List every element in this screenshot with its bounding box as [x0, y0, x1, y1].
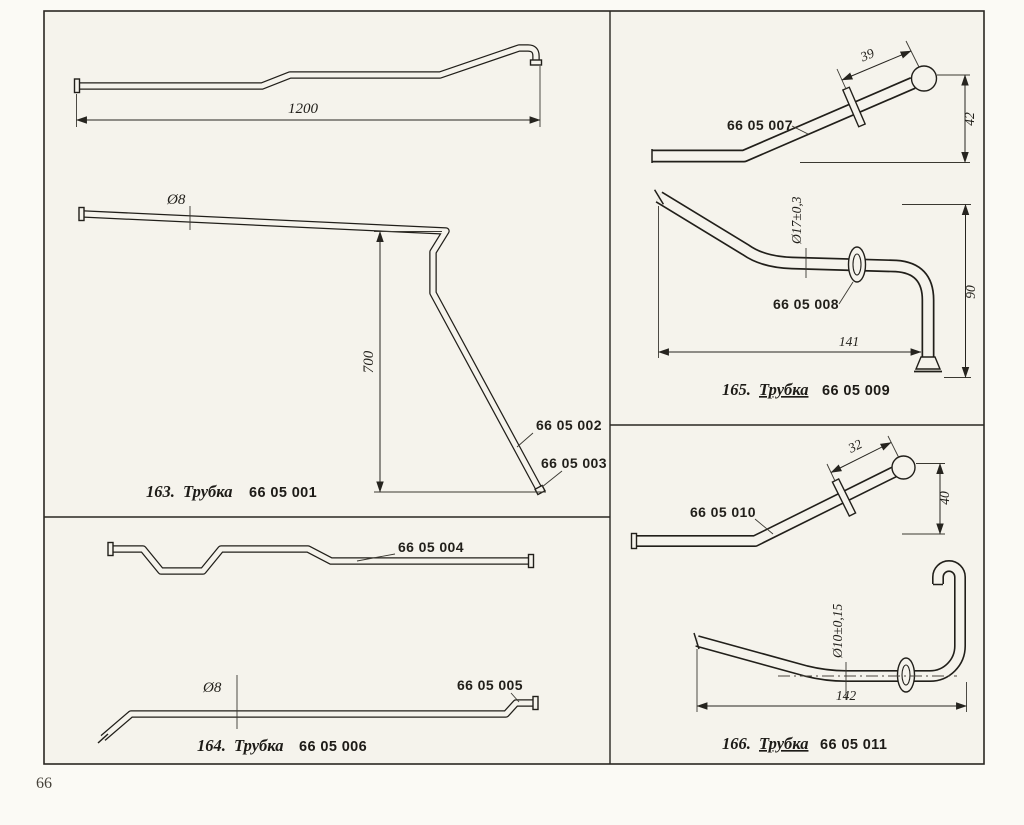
dimension-1200: 1200 [75, 66, 541, 127]
caption-165: 165. Трубка 66 05 009 [722, 380, 890, 399]
diameter-8-callout: Ø8 [166, 192, 191, 230]
tube-open-end [910, 65, 938, 92]
caption-name: Трубка [183, 482, 232, 501]
part-number: 66 05 004 [398, 539, 464, 555]
dim-label-42: 42 [962, 112, 977, 126]
dim-label-142: 142 [836, 688, 857, 703]
tube-end-flare [914, 356, 942, 370]
tube-end-cut [693, 632, 700, 650]
tube-end-cap [107, 541, 114, 557]
caption-part-number: 66 05 009 [822, 383, 890, 399]
tube-flange [831, 477, 857, 518]
part-label-66-05-003: 66 05 003 [541, 455, 607, 488]
caption-name: Трубка [759, 380, 808, 399]
dimension-42: 42 [800, 74, 977, 164]
caption-number: 166. [722, 734, 751, 753]
part-number: 66 05 007 [727, 117, 793, 133]
tube-collar [847, 246, 867, 283]
figure-166: 32 40 66 05 010 Ø10±0,15 [630, 435, 968, 753]
dimension-39: 39 [836, 40, 920, 90]
dimension-142: 142 [696, 649, 968, 712]
dim-label-dia17: Ø17±0,3 [789, 196, 804, 245]
tube-165-top [651, 65, 938, 163]
part-label-66-05-005: 66 05 005 [457, 677, 523, 703]
caption-163: 163. Трубка 66 05 001 [146, 482, 317, 501]
caption-166: 166. Трубка 66 05 011 [722, 734, 887, 753]
tube-collar [896, 657, 916, 693]
tube-164-bottom [97, 695, 539, 744]
dim-label-141: 141 [839, 334, 859, 349]
figure-163: 1200 Ø8 700 66 05 002 66 05 003 163. Тру… [73, 44, 607, 501]
dimension-90: 90 [902, 203, 978, 379]
diameter-8-callout-164: Ø8 [202, 675, 238, 729]
part-label-66-05-007: 66 05 007 [727, 117, 809, 135]
dim-label-39: 39 [857, 45, 876, 65]
tube-163-top [73, 44, 543, 94]
caption-part-number: 66 05 011 [820, 737, 887, 753]
part-label-66-05-002: 66 05 002 [516, 417, 602, 448]
part-label-66-05-004: 66 05 004 [356, 539, 464, 562]
tube-end-cap [532, 695, 539, 711]
tube-166-hook [693, 560, 966, 693]
part-number: 66 05 003 [541, 455, 607, 471]
part-label-66-05-010: 66 05 010 [690, 504, 774, 535]
part-label-66-05-008: 66 05 008 [773, 281, 854, 312]
tube-end-cut [653, 189, 665, 205]
caption-number: 163. [146, 482, 175, 501]
caption-name: Трубка [234, 736, 283, 755]
diameter-10-callout: Ø10±0,15 [830, 603, 847, 700]
part-number: 66 05 008 [773, 296, 839, 312]
dim-label-1200: 1200 [288, 101, 319, 117]
dimension-700: 700 [361, 230, 546, 493]
tube-collar-inner [852, 253, 862, 276]
page-number: 66 [36, 775, 52, 792]
dim-label-32: 32 [845, 436, 865, 456]
dimension-40: 40 [902, 462, 952, 535]
tube-collar-inner [901, 664, 911, 686]
tube-open-end [891, 455, 916, 480]
dim-label-700: 700 [361, 350, 377, 373]
tube-end-cap [78, 206, 85, 222]
part-number: 66 05 005 [457, 677, 523, 693]
caption-part-number: 66 05 006 [299, 739, 367, 755]
caption-name: Трубка [759, 734, 808, 753]
frame-border [43, 10, 985, 765]
dim-label-90: 90 [963, 285, 978, 299]
dim-label-dia8: Ø8 [202, 680, 222, 696]
caption-164: 164. Трубка 66 05 006 [197, 736, 367, 755]
caption-number: 165. [722, 380, 751, 399]
caption-number: 164. [197, 736, 226, 755]
tube-end-cap [527, 553, 535, 569]
tube-165-elbow [653, 189, 942, 373]
part-number: 66 05 010 [690, 504, 756, 520]
dimension-141: 141 [657, 206, 922, 358]
dim-label-dia10: Ø10±0,15 [830, 603, 845, 659]
tube-end-cap [529, 59, 543, 66]
tube-end-cut [97, 733, 109, 744]
tube-163-bent [78, 206, 546, 496]
tube-end-cap [73, 78, 81, 94]
tube-end-cap [630, 532, 638, 550]
tube-166-top [630, 455, 916, 550]
caption-part-number: 66 05 001 [249, 485, 317, 501]
dim-label-dia8: Ø8 [166, 192, 186, 208]
part-number: 66 05 002 [536, 417, 602, 433]
dim-label-40: 40 [937, 491, 952, 505]
dimension-32: 32 [826, 435, 900, 482]
figure-164: 66 05 004 Ø8 66 05 005 164. Трубка 66 05… [97, 539, 539, 755]
page-frame [43, 10, 985, 765]
tube-164-top [107, 541, 535, 575]
figure-165: 39 42 66 05 007 Ø17±0,3 [651, 40, 978, 399]
diameter-17-callout: Ø17±0,3 [789, 196, 807, 278]
